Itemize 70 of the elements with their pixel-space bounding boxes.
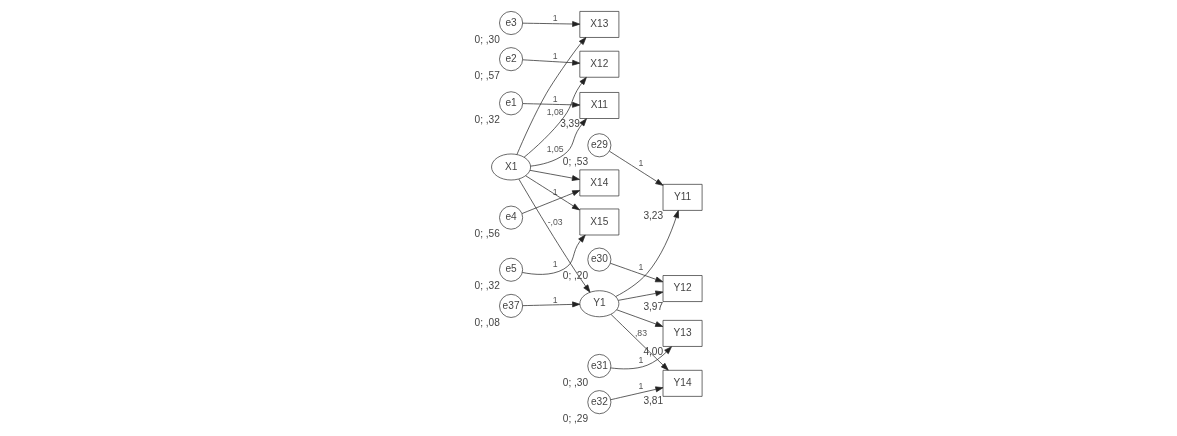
arrow: [616, 309, 664, 327]
node-ellipse: X1: [491, 153, 531, 181]
edge-label: ,83: [634, 328, 647, 339]
node-label: 0; ,30: [474, 33, 500, 45]
arrow: [522, 234, 586, 275]
arrow: [518, 178, 591, 293]
node-label: 4,00: [643, 345, 664, 357]
node-label: 0; ,32: [474, 113, 500, 125]
edge-label: 1: [552, 294, 558, 305]
arrow: [516, 37, 587, 155]
node-box: Y13: [662, 320, 703, 347]
node-label: 0; ,56: [474, 228, 500, 240]
arrow: [521, 190, 581, 214]
edge-label: 1: [552, 13, 558, 24]
node-circle: e30: [587, 247, 612, 272]
node-circle: e2: [499, 47, 523, 72]
node-label: 0; ,53: [562, 155, 589, 167]
arrow: [522, 101, 581, 108]
edge-label: 1: [552, 94, 558, 105]
node-box: X15: [579, 208, 620, 236]
node-label: 3,97: [643, 300, 664, 312]
node-label: 0; ,30: [562, 376, 589, 388]
node-box: X12: [579, 50, 620, 78]
arrow: [522, 59, 581, 66]
edge-label: 1: [638, 157, 644, 168]
edge-label: 1: [552, 258, 558, 269]
node-circle: e3: [499, 11, 523, 35]
arrow: [615, 210, 679, 297]
node-label: 0; ,32: [474, 280, 500, 292]
arrow: [610, 262, 664, 283]
node-circle: e32: [587, 390, 612, 415]
arrow: [522, 21, 581, 27]
edge-label: 1,08: [546, 106, 564, 117]
node-label: 3,23: [643, 209, 664, 221]
edge-label: 1,05: [546, 144, 564, 155]
node-label: 0; ,20: [562, 270, 589, 282]
node-label: 0; ,08: [474, 316, 500, 328]
edge-label: 1: [638, 262, 644, 273]
node-circle: e31: [587, 354, 612, 378]
arrow: [618, 290, 664, 301]
node-ellipse: Y1: [579, 290, 620, 318]
arrow: [610, 346, 672, 370]
arrow: [529, 169, 580, 181]
node-label: 0; ,57: [474, 69, 500, 81]
node-box: X13: [579, 11, 620, 38]
node-circle: e5: [499, 257, 523, 282]
node-circle: e4: [499, 205, 523, 230]
edge-label: -,03: [547, 216, 563, 227]
node-box: Y14: [662, 369, 703, 397]
node-box: X14: [579, 169, 620, 197]
arrow: [530, 118, 587, 167]
edge-label: 1: [638, 380, 644, 391]
arrow: [610, 314, 669, 371]
edge-label: 1: [638, 354, 644, 365]
node-label: 3,39: [560, 117, 580, 129]
arrow: [609, 150, 664, 186]
node-box: Y12: [662, 275, 703, 302]
arrow: [522, 301, 581, 308]
edge-label: 1: [552, 50, 558, 61]
edge-label: 1: [552, 186, 558, 197]
arrow: [525, 175, 580, 211]
node-circle: e1: [499, 91, 523, 116]
node-label: 0; ,29: [562, 412, 589, 424]
arrow: [523, 77, 587, 158]
node-label: 3,81: [643, 395, 664, 407]
node-circle: e29: [587, 133, 612, 158]
arrow: [610, 386, 664, 401]
node-box: Y11: [662, 184, 703, 211]
node-circle: e37: [499, 293, 523, 318]
node-box: X11: [579, 92, 620, 119]
